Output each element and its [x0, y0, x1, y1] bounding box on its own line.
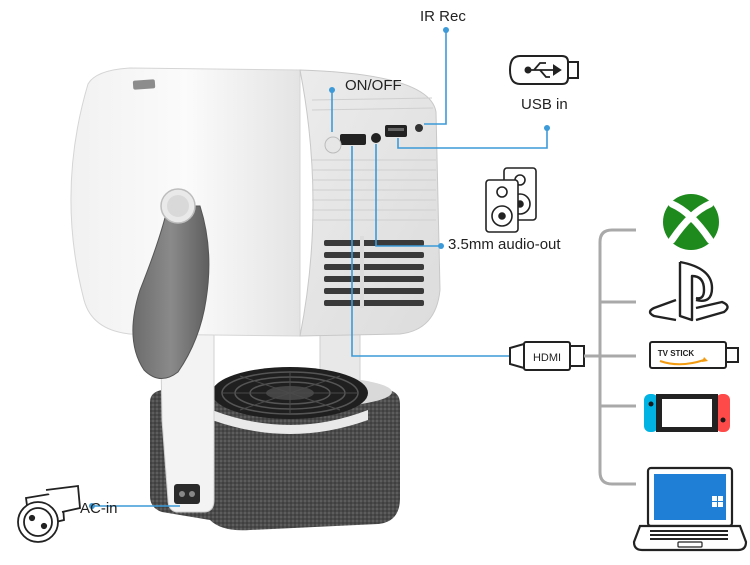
power-button [324, 136, 342, 154]
xbox-icon [663, 194, 719, 250]
projector [70, 67, 441, 531]
ir-rec-label: IR Rec [420, 8, 466, 25]
ac-plug-icon [17, 484, 81, 543]
ac-inlet [174, 484, 200, 504]
hdmi-callout-line [351, 146, 510, 357]
callout-lines [92, 30, 548, 507]
usb-stick-icon [508, 55, 579, 85]
audio-out-label: 3.5mm audio-out [448, 236, 561, 253]
device-bracket [584, 228, 636, 486]
hdmi-port [340, 134, 366, 145]
vent-grille [324, 240, 424, 306]
tv-stick-icon: TV STICK [649, 341, 739, 369]
laptop-icon [632, 466, 748, 552]
usb-callout-line [397, 128, 548, 149]
callout-dots [89, 27, 550, 509]
on-off-label: ON/OFF [345, 77, 402, 94]
projector-body [70, 67, 441, 337]
hdmi-plug-label: HDMI [533, 352, 561, 364]
speakers-icon [485, 167, 537, 233]
usb-in-label: USB in [521, 96, 568, 113]
playstation-icon [648, 260, 729, 322]
audio-jack [371, 133, 381, 143]
hdmi-plug-icon: HDMI [509, 341, 585, 371]
ac-in-label: AC-in [80, 500, 118, 517]
ir-callout-line [424, 30, 447, 125]
ir-receiver [415, 124, 423, 132]
tv-stick-label: TV STICK [658, 349, 695, 358]
nintendo-switch-icon [644, 394, 730, 432]
audio-callout-line [375, 144, 440, 247]
strap [132, 205, 210, 379]
